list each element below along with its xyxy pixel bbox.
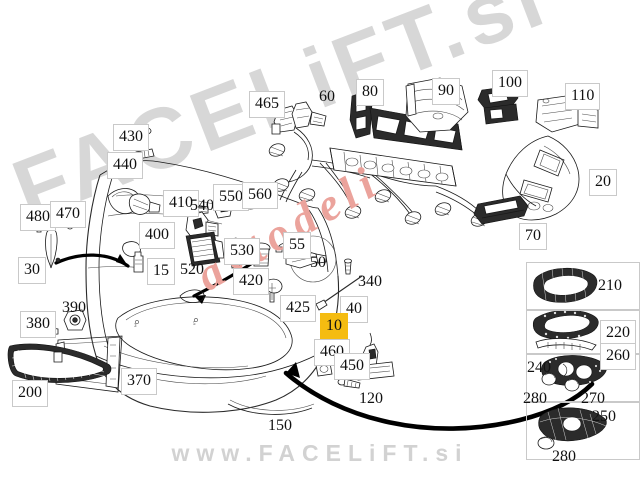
variant-210-grille bbox=[533, 267, 598, 303]
variant-panel-row-210 bbox=[526, 262, 640, 310]
callout-410[interactable]: 410 bbox=[163, 190, 199, 217]
callout-90[interactable]: 90 bbox=[432, 78, 460, 105]
svg-text:3: 3 bbox=[134, 324, 137, 329]
svg-text:5: 5 bbox=[193, 322, 196, 327]
callout-60[interactable]: 60 bbox=[319, 88, 335, 105]
callout-420[interactable]: 420 bbox=[233, 268, 269, 295]
callout-200[interactable]: 200 bbox=[12, 380, 48, 407]
callout-340[interactable]: 340 bbox=[358, 273, 382, 290]
callout-440[interactable]: 440 bbox=[107, 152, 143, 179]
variant-callout-260[interactable]: 260 bbox=[600, 343, 636, 370]
part-340-stud bbox=[344, 258, 352, 275]
callout-15[interactable]: 15 bbox=[147, 258, 175, 285]
callout-110[interactable]: 110 bbox=[565, 83, 601, 110]
harness-connector bbox=[344, 205, 362, 219]
variant-250-grille bbox=[538, 407, 607, 442]
part-lower-spoiler bbox=[227, 399, 315, 415]
callout-470[interactable]: 470 bbox=[50, 201, 86, 228]
variant-callout-220[interactable]: 220 bbox=[600, 320, 636, 347]
part-70-trim-bar bbox=[473, 195, 529, 225]
callout-80[interactable]: 80 bbox=[356, 79, 384, 106]
callout-50[interactable]: 50 bbox=[310, 254, 326, 271]
variant-callout-250[interactable]: 250 bbox=[592, 408, 616, 425]
harness-connector bbox=[374, 189, 392, 203]
callout-120[interactable]: 120 bbox=[359, 390, 383, 407]
callout-465[interactable]: 465 bbox=[249, 91, 285, 118]
callout-10[interactable]: 10 bbox=[320, 313, 348, 340]
part-20-side-intake bbox=[502, 135, 580, 221]
variant-panel-row-250-280 bbox=[526, 402, 640, 460]
part-40-rod bbox=[315, 275, 363, 311]
callout-520[interactable]: 520 bbox=[180, 261, 204, 278]
callout-40[interactable]: 40 bbox=[340, 296, 368, 323]
variant-240-grille bbox=[541, 355, 607, 386]
part-520-module bbox=[185, 231, 225, 267]
callout-530[interactable]: 530 bbox=[224, 238, 260, 265]
callout-70[interactable]: 70 bbox=[519, 223, 547, 250]
callout-150[interactable]: 150 bbox=[268, 417, 292, 434]
variant-220-grille bbox=[532, 309, 599, 340]
variant-grilles bbox=[532, 267, 607, 450]
harness-connector bbox=[404, 211, 422, 225]
pointer-arrow-30 bbox=[54, 253, 130, 268]
callout-20[interactable]: 20 bbox=[589, 169, 617, 196]
variant-callout-210[interactable]: 210 bbox=[598, 277, 622, 294]
variant-280-cap-a bbox=[541, 372, 557, 386]
variant-callout-270[interactable]: 270 bbox=[581, 390, 605, 407]
variant-280-cap-b bbox=[537, 436, 555, 450]
harness-connector bbox=[298, 188, 316, 202]
part-450-screw bbox=[337, 378, 361, 389]
callout-450[interactable]: 450 bbox=[334, 353, 370, 380]
callout-30[interactable]: 30 bbox=[18, 257, 46, 284]
callout-425[interactable]: 425 bbox=[280, 295, 316, 322]
variant-260-strip bbox=[535, 338, 597, 351]
part-15-stud bbox=[133, 251, 144, 273]
part-110-side-bracket bbox=[535, 95, 599, 133]
part-30-retainer bbox=[45, 228, 61, 269]
callout-430[interactable]: 430 bbox=[113, 124, 149, 151]
part-390-nut bbox=[63, 309, 87, 331]
variant-callout-280[interactable]: 280 bbox=[523, 390, 547, 407]
part-60-wiring-harness bbox=[268, 101, 488, 227]
part-400-mount bbox=[128, 193, 161, 215]
callout-380[interactable]: 380 bbox=[20, 311, 56, 338]
callout-400[interactable]: 400 bbox=[139, 222, 175, 249]
callout-540[interactable]: 540 bbox=[190, 197, 214, 214]
callout-560[interactable]: 560 bbox=[242, 182, 278, 209]
part-425-clip bbox=[265, 278, 283, 303]
harness-connector bbox=[434, 202, 452, 216]
harness-connector bbox=[268, 143, 286, 157]
variant-callout-280[interactable]: 280 bbox=[552, 448, 576, 465]
variant-callout-240[interactable]: 240 bbox=[527, 359, 551, 376]
pointer-curve-main bbox=[283, 362, 595, 431]
part-200-grille bbox=[7, 343, 112, 383]
callout-100[interactable]: 100 bbox=[492, 70, 528, 97]
callout-55[interactable]: 55 bbox=[283, 232, 311, 259]
variant-270-cap bbox=[564, 378, 580, 392]
callout-390[interactable]: 390 bbox=[62, 299, 86, 316]
callout-370[interactable]: 370 bbox=[121, 368, 157, 395]
